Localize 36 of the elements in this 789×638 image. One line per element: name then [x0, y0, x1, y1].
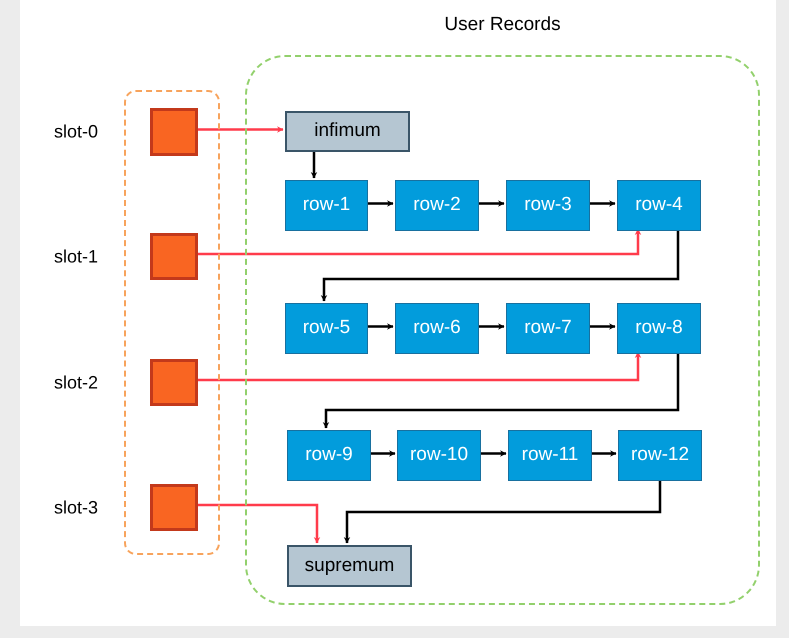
row-box: row-2 [395, 180, 479, 231]
slot-label: slot-2 [54, 371, 98, 394]
arrow [366, 323, 394, 330]
arrow [590, 450, 616, 457]
arrow [320, 229, 680, 302]
row-box: row-5 [285, 303, 368, 354]
slot-label: slot-0 [54, 120, 98, 144]
arrow [196, 228, 642, 256]
arrow [477, 323, 504, 330]
arrow [366, 200, 394, 207]
row-box: row-1 [285, 180, 368, 231]
arrow [310, 150, 318, 178]
arrow [369, 450, 396, 457]
row-box: row-7 [506, 303, 590, 354]
record-box: infimum [285, 111, 410, 152]
record-box: supremum [287, 545, 412, 587]
group-title: User Records [443, 13, 562, 37]
row-box: row-11 [508, 430, 592, 481]
arrow [322, 352, 680, 428]
row-box: row-3 [506, 180, 590, 231]
row-box: row-6 [395, 303, 479, 354]
row-box: row-4 [617, 180, 701, 231]
arrow [588, 323, 616, 330]
row-box: row-10 [397, 430, 481, 481]
arrow [196, 504, 320, 544]
arrow [344, 479, 662, 544]
arrow [196, 352, 642, 382]
arrow [477, 200, 504, 207]
arrow [196, 126, 284, 133]
arrow [479, 450, 506, 457]
slot-label: slot-3 [54, 496, 98, 519]
row-box: row-12 [618, 430, 702, 481]
arrow [588, 200, 616, 207]
slot-label: slot-1 [54, 245, 98, 268]
row-box: row-9 [287, 430, 371, 481]
row-box: row-8 [617, 303, 701, 354]
